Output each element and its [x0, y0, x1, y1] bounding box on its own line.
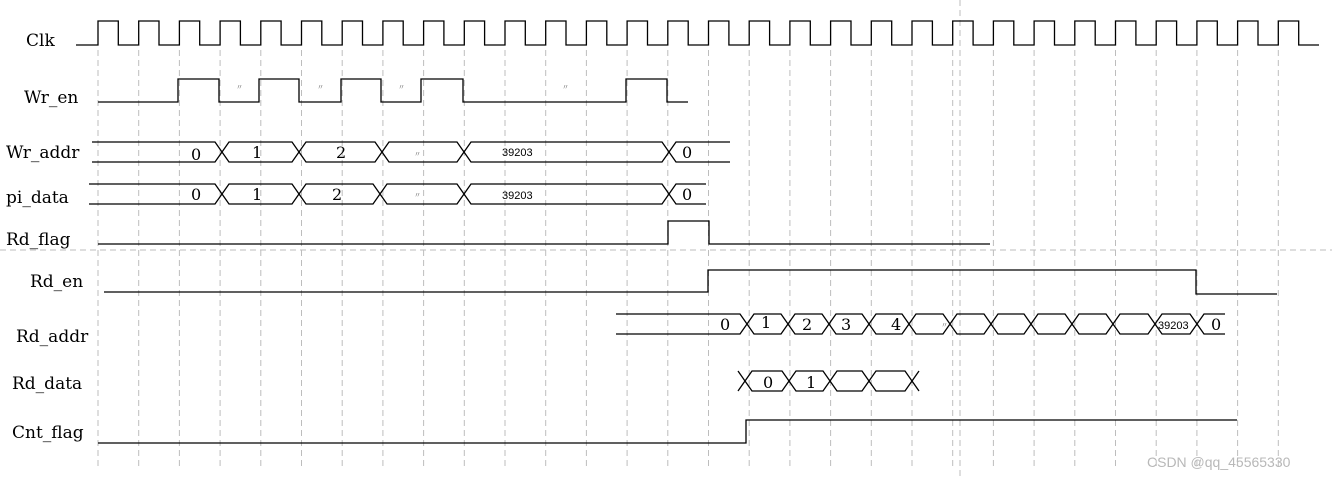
- signal-label-cnt-flag: Cnt_flag: [12, 423, 84, 443]
- rd-addr-bus: 0 1 2 3 4 〃 39203 0: [616, 313, 1225, 335]
- rd-addr-ellipsis: 〃: [941, 322, 948, 329]
- rd-addr-value: 0: [720, 315, 730, 334]
- wr-addr-value: 1: [252, 143, 262, 162]
- wr-addr-segment: [668, 141, 730, 163]
- pi-data-segment: [89, 183, 223, 205]
- rd-en-waveform: [104, 269, 1277, 295]
- rd-data-segment: [737, 370, 746, 392]
- wr-addr-ellipsis: 〃: [414, 151, 421, 158]
- wr-addr-value: 0: [191, 145, 201, 164]
- wr-addr-value: 2: [336, 143, 346, 162]
- pi-data-value: 1: [252, 185, 262, 204]
- wr-addr-segment: [381, 141, 465, 163]
- pi-data-segment: [463, 183, 670, 205]
- wr-addr-value: 0: [682, 143, 692, 162]
- rd-data-value: 1: [806, 373, 816, 392]
- signal-label-rd-en: Rd_en: [30, 272, 83, 292]
- rd-data-value: 0: [763, 373, 773, 392]
- pi-data-value: 0: [682, 185, 692, 204]
- pi-data-segment: [668, 183, 706, 205]
- rd-addr-value: 2: [802, 315, 812, 334]
- rd-data-segment: [744, 370, 913, 392]
- rd-addr-value: 39203: [1158, 320, 1189, 332]
- rd-addr-value: 3: [841, 315, 851, 334]
- pi-data-value: 2: [332, 185, 342, 204]
- clk-waveform: [76, 20, 1319, 46]
- rd-addr-segment: [1196, 313, 1225, 335]
- clock-gridlines: [97, 50, 1279, 470]
- watermark-text: CSDN @qq_45565330: [1147, 454, 1291, 470]
- rd-addr-segment: [746, 313, 1198, 335]
- signal-label-wr-en: Wr_en: [24, 88, 78, 108]
- pi-data-bus: 0 1 2 〃 39203 0: [89, 183, 706, 205]
- pi-data-segment: [379, 183, 465, 205]
- signal-label-wr-addr: Wr_addr: [6, 143, 80, 163]
- wr-en-ellipsis-1: 〃: [236, 84, 243, 91]
- wr-en-ellipsis-4: 〃: [562, 84, 569, 91]
- rd-flag-waveform: [98, 220, 990, 245]
- wr-en-ellipsis-2: 〃: [317, 84, 324, 91]
- rd-addr-value: 4: [891, 315, 901, 334]
- signal-label-rd-flag: Rd_flag: [6, 230, 71, 250]
- signal-label-pi-data: pi_data: [6, 188, 69, 208]
- rd-addr-value: 1: [761, 313, 771, 332]
- wr-addr-segment: [92, 141, 223, 163]
- wr-addr-bus: 0 1 2 〃 39203 0: [92, 141, 730, 164]
- wr-en-waveform: [98, 78, 688, 103]
- rd-data-bus: 0 1: [737, 370, 920, 392]
- signal-label-clk: Clk: [26, 31, 55, 51]
- rd-data-segment: [911, 370, 920, 392]
- signal-label-rd-addr: Rd_addr: [16, 327, 89, 347]
- wr-addr-segment: [463, 141, 670, 163]
- wr-en-ellipsis-3: 〃: [398, 84, 405, 91]
- pi-data-ellipsis: 〃: [414, 192, 421, 199]
- signal-label-rd-data: Rd_data: [12, 374, 82, 394]
- cnt-flag-waveform: [98, 419, 1237, 444]
- pi-data-value: 39203: [502, 190, 533, 202]
- wr-addr-value: 39203: [502, 147, 533, 159]
- rd-addr-value: 0: [1211, 315, 1221, 334]
- pi-data-value: 0: [191, 185, 201, 204]
